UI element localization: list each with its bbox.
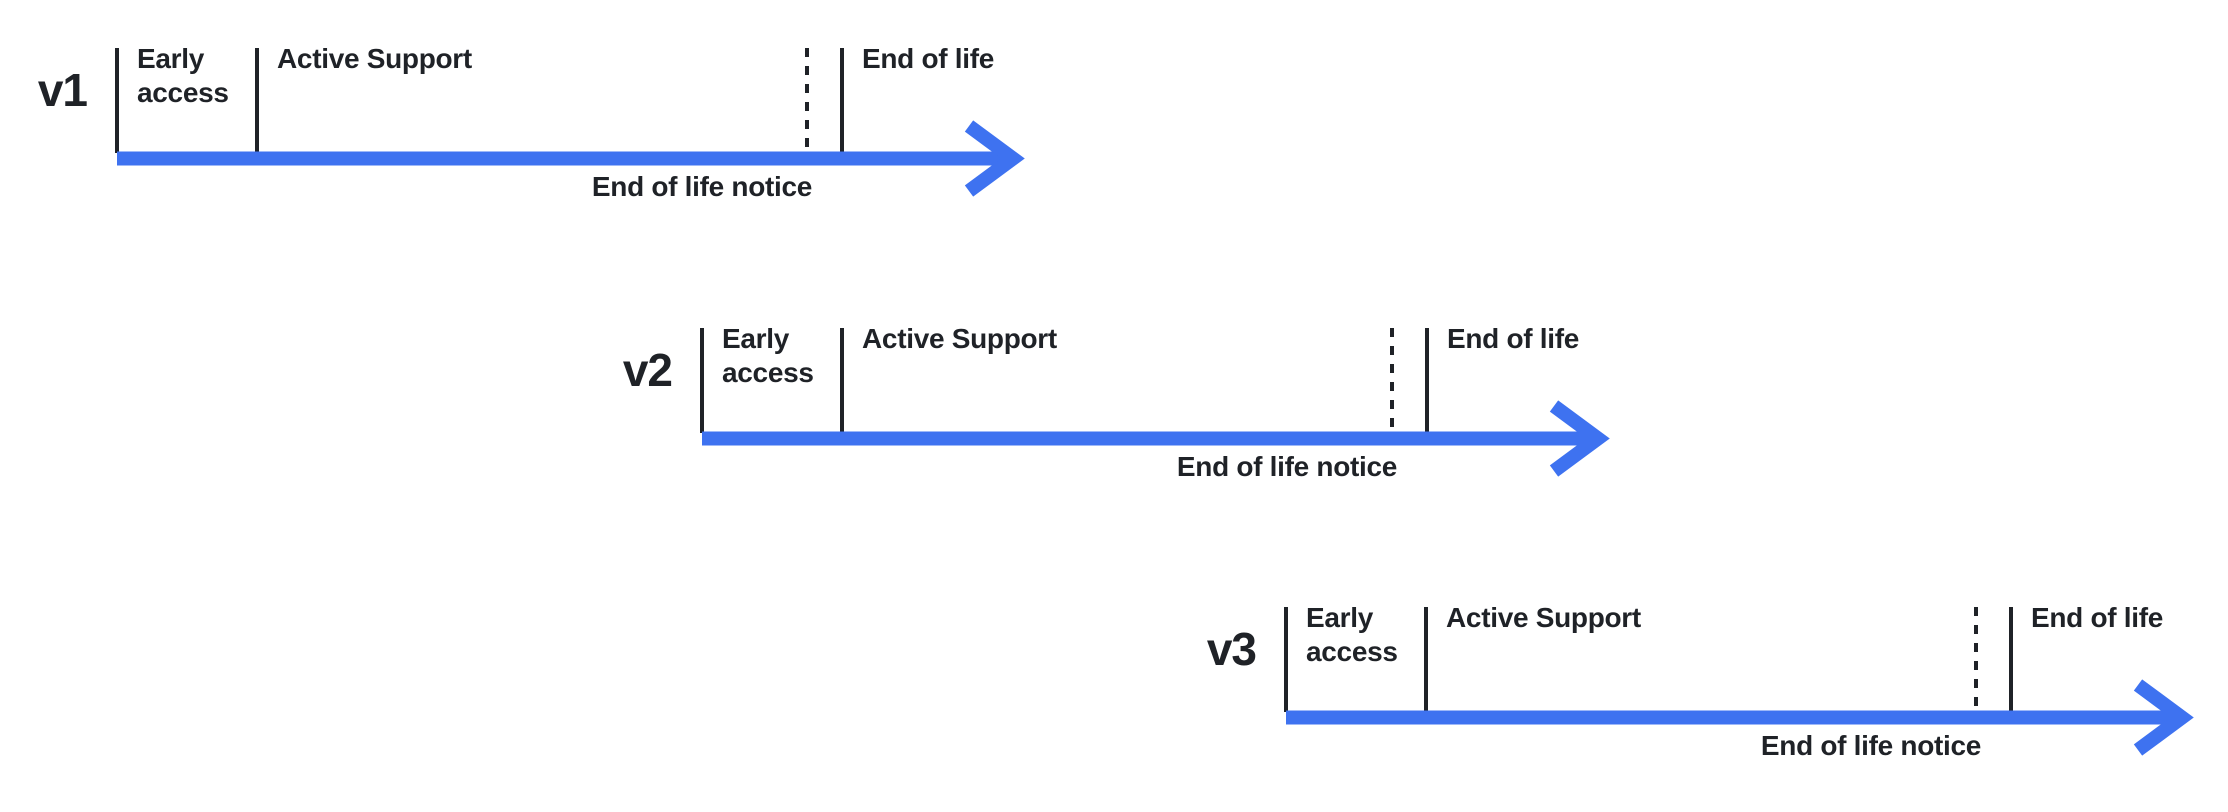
eol-notice-dashed-line — [805, 48, 809, 153]
end-of-life-label: End of life — [862, 43, 995, 74]
early-access-label: Early access — [137, 43, 229, 108]
timeline-arrow-icon — [1286, 679, 2194, 756]
active-support-start-tick — [255, 48, 259, 153]
early-access-start-tick — [700, 328, 704, 433]
end-of-life-tick — [2009, 607, 2013, 712]
early-access-start-tick — [1284, 607, 1288, 712]
timeline-arrow-icon — [117, 120, 1025, 197]
active-support-start-tick — [1424, 607, 1428, 712]
eol-notice-dashed-line — [1974, 607, 1978, 712]
early-access-label: Early access — [1306, 602, 1398, 667]
end-of-life-notice-label: End of life notice — [1176, 451, 1398, 482]
early-access-start-tick — [115, 48, 119, 153]
end-of-life-notice-label: End of life notice — [1760, 730, 1982, 761]
end-of-life-label: End of life — [2031, 602, 2164, 633]
end-of-life-tick — [840, 48, 844, 153]
active-support-label: Active Support — [862, 323, 1057, 354]
version-label: v2 — [622, 344, 673, 396]
early-access-label: Early access — [722, 323, 814, 388]
version-label: v1 — [37, 64, 88, 116]
timeline-row: v2 Early access Active Support End of li… — [623, 323, 1652, 508]
end-of-life-label: End of life — [1447, 323, 1580, 354]
eol-notice-dashed-line — [1390, 328, 1394, 433]
active-support-label: Active Support — [277, 43, 472, 74]
timeline-arrow-icon — [702, 400, 1610, 477]
active-support-label: Active Support — [1446, 602, 1641, 633]
end-of-life-tick — [1425, 328, 1429, 433]
timeline-row: v1 Early access Active Support End of li… — [38, 43, 1067, 228]
version-label: v3 — [1206, 623, 1257, 675]
active-support-start-tick — [840, 328, 844, 433]
end-of-life-notice-label: End of life notice — [591, 171, 813, 202]
timeline-row: v3 Early access Active Support End of li… — [1207, 602, 2228, 787]
